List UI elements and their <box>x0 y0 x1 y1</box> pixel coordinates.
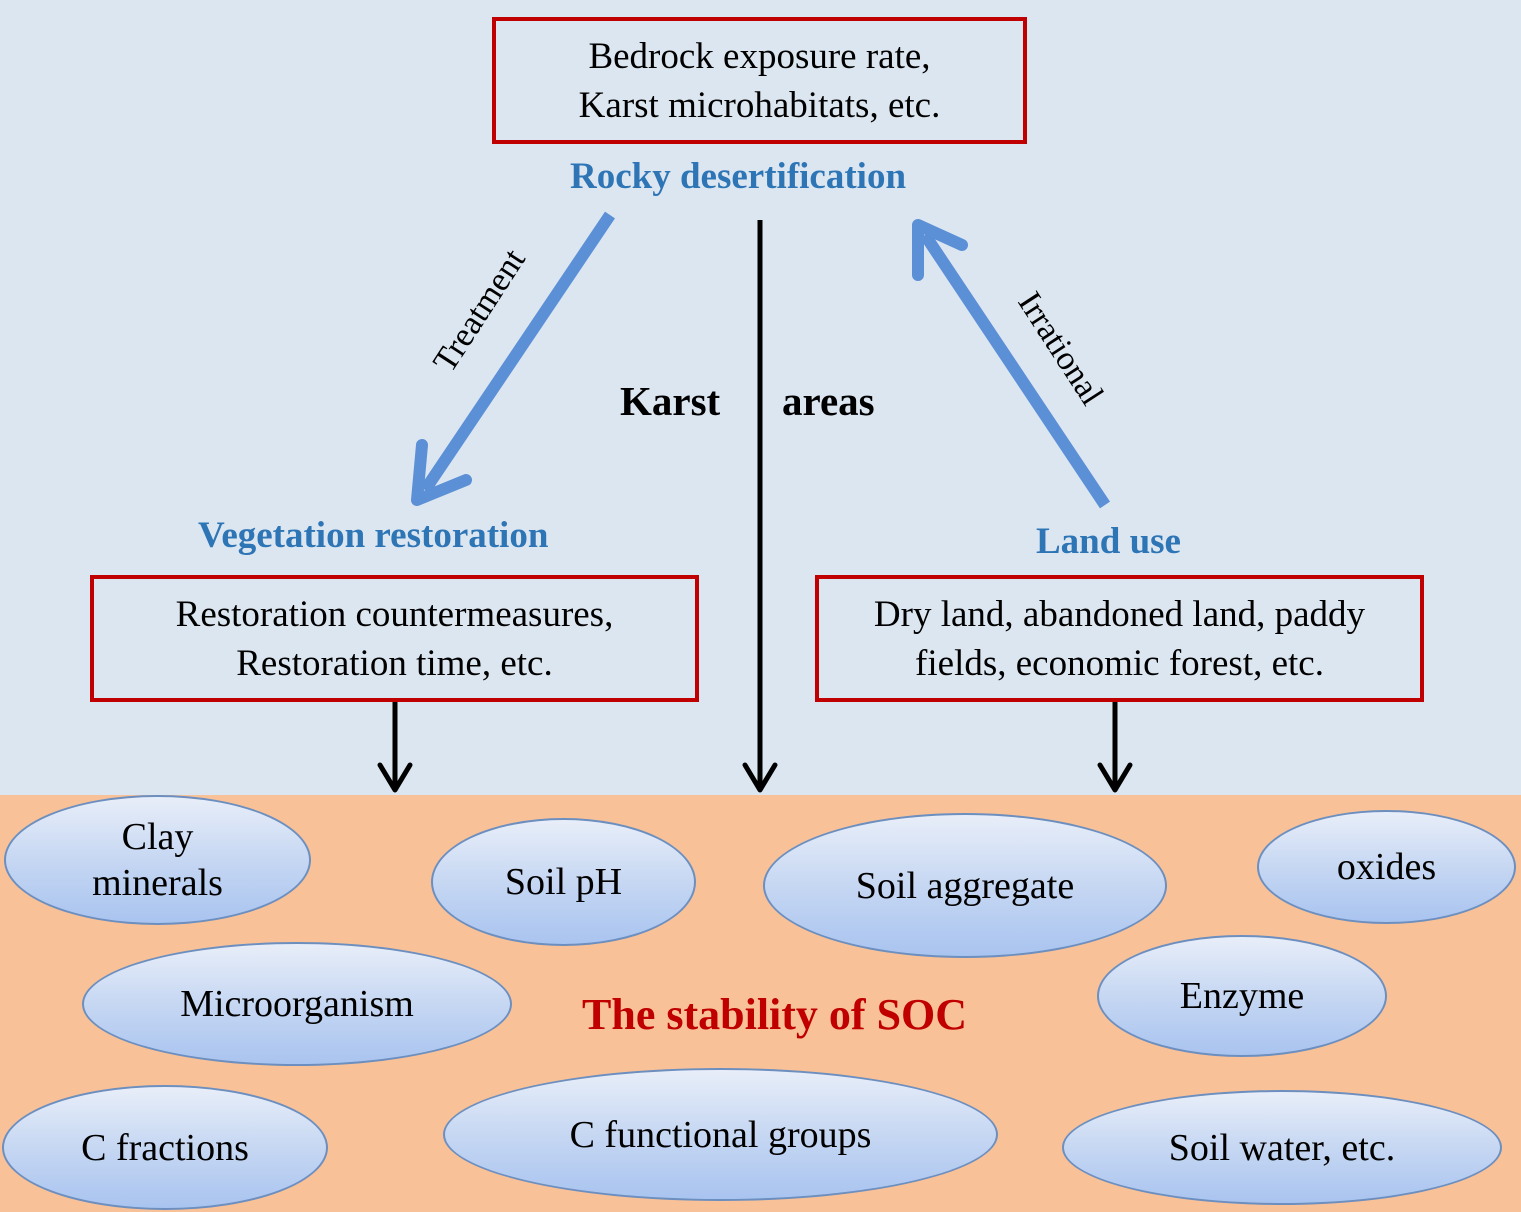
top-box-line-1: Bedrock exposure rate, <box>588 35 931 77</box>
vegetation-box-line-1: Restoration countermeasures, <box>175 593 614 635</box>
vegetation-down-arrow <box>377 700 413 793</box>
rocky-desertification-factors-box: Bedrock exposure rate, Karst microhabita… <box>492 17 1027 144</box>
c-fractions-label: C fractions <box>81 1126 249 1169</box>
soil-aggregate-label: Soil aggregate <box>855 864 1075 907</box>
land-use-box-line-2: fields, economic forest, etc. <box>915 642 1324 684</box>
soil-aggregate-ellipse: Soil aggregate <box>763 813 1167 958</box>
soil-ph-label: Soil pH <box>504 861 623 903</box>
vegetation-restoration-heading: Vegetation restoration <box>198 515 549 556</box>
enzyme-ellipse: Enzyme <box>1097 935 1387 1057</box>
vegetation-box-line-2: Restoration time, etc. <box>236 642 553 684</box>
soc-stability-title: The stability of SOC <box>582 990 968 1039</box>
areas-label: areas <box>782 378 875 424</box>
soil-ph-ellipse: Soil pH <box>431 818 696 946</box>
landuse-down-arrow <box>1097 700 1133 793</box>
clay-line-2: minerals <box>92 862 223 904</box>
clay-minerals-ellipse: Clay minerals <box>4 795 311 925</box>
land-use-box-line-1: Dry land, abandoned land, paddy <box>873 593 1366 635</box>
clay-line-1: Clay <box>121 816 194 858</box>
oxides-label: oxides <box>1336 846 1437 888</box>
land-use-box: Dry land, abandoned land, paddy fields, … <box>815 575 1424 702</box>
land-use-heading: Land use <box>1036 521 1181 562</box>
oxides-ellipse: oxides <box>1257 810 1516 924</box>
vegetation-restoration-box: Restoration countermeasures, Restoration… <box>90 575 699 702</box>
soil-water-label: Soil water, etc. <box>1168 1126 1396 1169</box>
microorganism-ellipse: Microorganism <box>82 942 512 1066</box>
c-functional-groups-ellipse: C functional groups <box>443 1068 998 1201</box>
karst-arrow <box>742 220 778 793</box>
enzyme-label: Enzyme <box>1179 975 1305 1017</box>
soil-water-ellipse: Soil water, etc. <box>1062 1090 1502 1205</box>
treatment-arrow <box>411 211 615 506</box>
irrational-arrow <box>912 219 1110 509</box>
karst-label: Karst <box>620 378 721 424</box>
microorganism-label: Microorganism <box>180 983 414 1025</box>
rocky-desertification-heading: Rocky desertification <box>570 156 907 197</box>
top-box-line-2: Karst microhabitats, etc. <box>578 84 941 126</box>
c-functional-groups-label: C functional groups <box>569 1113 872 1156</box>
c-fractions-ellipse: C fractions <box>2 1085 328 1210</box>
